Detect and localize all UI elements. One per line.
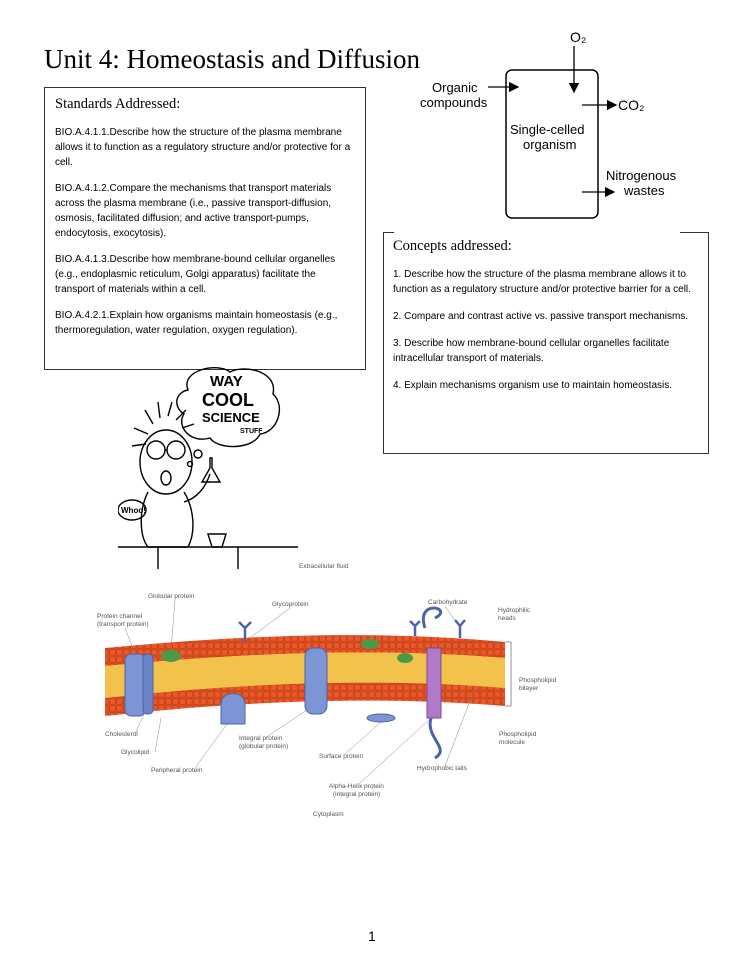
green-protein-3 xyxy=(397,653,413,663)
hydrophilic-label-1: Hydrophilic xyxy=(498,607,531,614)
integral-label-1: Integral protein xyxy=(239,735,283,742)
speech-bubble-text: Whoo! xyxy=(121,506,146,515)
hydrophobic-label: Hydrophobic tails xyxy=(417,765,468,772)
cell-label-1: Single-celled xyxy=(510,122,584,137)
cell-label-2: organism xyxy=(523,137,576,152)
cell-membrane-diagram: Extracellular fluid Globular protein Gly… xyxy=(97,563,557,818)
co2-label: CO₂ xyxy=(618,97,644,113)
bilayer-bracket xyxy=(505,641,512,707)
standards-box: Standards Addressed: BIO.A.4.1.1.Describ… xyxy=(44,87,366,370)
concepts-heading: Concepts addressed: xyxy=(393,238,512,254)
concept-item: 1. Describe how the structure of the pla… xyxy=(393,269,691,295)
hydrophilic-label-2: heads xyxy=(498,615,516,622)
glycoprotein-label: Glycoprotein xyxy=(272,601,309,608)
bilayer-label-2: bilayer xyxy=(519,685,539,692)
peripheral-protein xyxy=(220,693,246,725)
scientist-cartoon: WAY COOL SCIENCE STUFF Whoo! xyxy=(118,367,298,569)
organism-box xyxy=(505,69,599,219)
membrane-legend-labels: Extracellular fluid Globular protein Gly… xyxy=(97,563,557,818)
molecule-label-1: Phospholipid xyxy=(499,731,537,738)
carbohydrate-chain xyxy=(454,619,466,638)
concepts-box: Concepts addressed: 1. Describe how the … xyxy=(383,232,709,454)
green-protein-2 xyxy=(361,639,379,649)
channel-protein-2 xyxy=(142,653,154,715)
organism-exchange-diagram: O₂ Organic compounds CO₂ Single-celled o… xyxy=(420,30,677,219)
molecule-label-2: molecule xyxy=(499,739,525,746)
channel-label-1: Protein channel xyxy=(97,613,143,620)
extracellular-label: Extracellular fluid xyxy=(299,563,349,570)
glycoprotein-chain xyxy=(238,621,252,642)
banner-stuff: STUFF xyxy=(240,428,263,435)
integral-protein xyxy=(304,647,328,715)
surface-label: Surface protein xyxy=(319,753,363,760)
channel-label-2: (transport protein) xyxy=(97,621,149,628)
alpha-label-1: Alpha-Helix protein xyxy=(329,783,384,790)
organic-label-1: Organic xyxy=(432,80,478,95)
peripheral-label: Peripheral protein xyxy=(151,767,203,774)
standard-item: BIO.A.4.2.1.Explain how organisms mainta… xyxy=(55,310,338,336)
page-title: Unit 4: Homeostasis and Diffusion xyxy=(44,44,420,74)
globular-protein xyxy=(161,650,181,662)
carbohydrate-label: Carbohydrate xyxy=(428,599,468,606)
concept-item: 2. Compare and contrast active vs. passi… xyxy=(393,311,689,322)
standard-item: BIO.A.4.1.1.Describe how the structure o… xyxy=(55,127,351,168)
standard-item: BIO.A.4.1.3.Describe how membrane-bound … xyxy=(55,254,336,295)
bilayer-label-1: Phospholipid xyxy=(519,677,557,684)
standard-item: BIO.A.4.1.2.Compare the mechanisms that … xyxy=(55,183,332,239)
concept-item: 3. Describe how membrane-bound cellular … xyxy=(393,338,670,364)
nitro-label-1: Nitrogenous xyxy=(606,168,677,183)
cholesterol-label: Cholesterol xyxy=(105,731,138,738)
banner-way: WAY xyxy=(210,373,243,390)
surface-protein xyxy=(366,713,396,723)
organic-label-2: compounds xyxy=(420,95,488,110)
standards-heading: Standards Addressed: xyxy=(55,96,181,112)
channel-protein xyxy=(124,653,146,717)
glycoprotein-chain-2 xyxy=(409,620,421,636)
helix-strand xyxy=(421,606,443,760)
alpha-label-2: (integral protein) xyxy=(333,791,380,798)
globular-label: Globular protein xyxy=(148,593,195,600)
nitro-label-2: wastes xyxy=(623,183,665,198)
cytoplasm-label: Cytoplasm xyxy=(313,811,344,818)
glycolipid-label: Glycolipid xyxy=(121,749,150,756)
integral-label-2: (globular protein) xyxy=(239,743,288,750)
banner-cool: COOL xyxy=(202,390,254,410)
page-number: 1 xyxy=(368,928,376,944)
concept-item: 4. Explain mechanisms organism use to ma… xyxy=(393,380,673,391)
o2-label: O₂ xyxy=(570,30,586,45)
banner-science: SCIENCE xyxy=(202,410,260,425)
alpha-helix-protein xyxy=(426,647,442,719)
upper-heads xyxy=(105,635,505,666)
